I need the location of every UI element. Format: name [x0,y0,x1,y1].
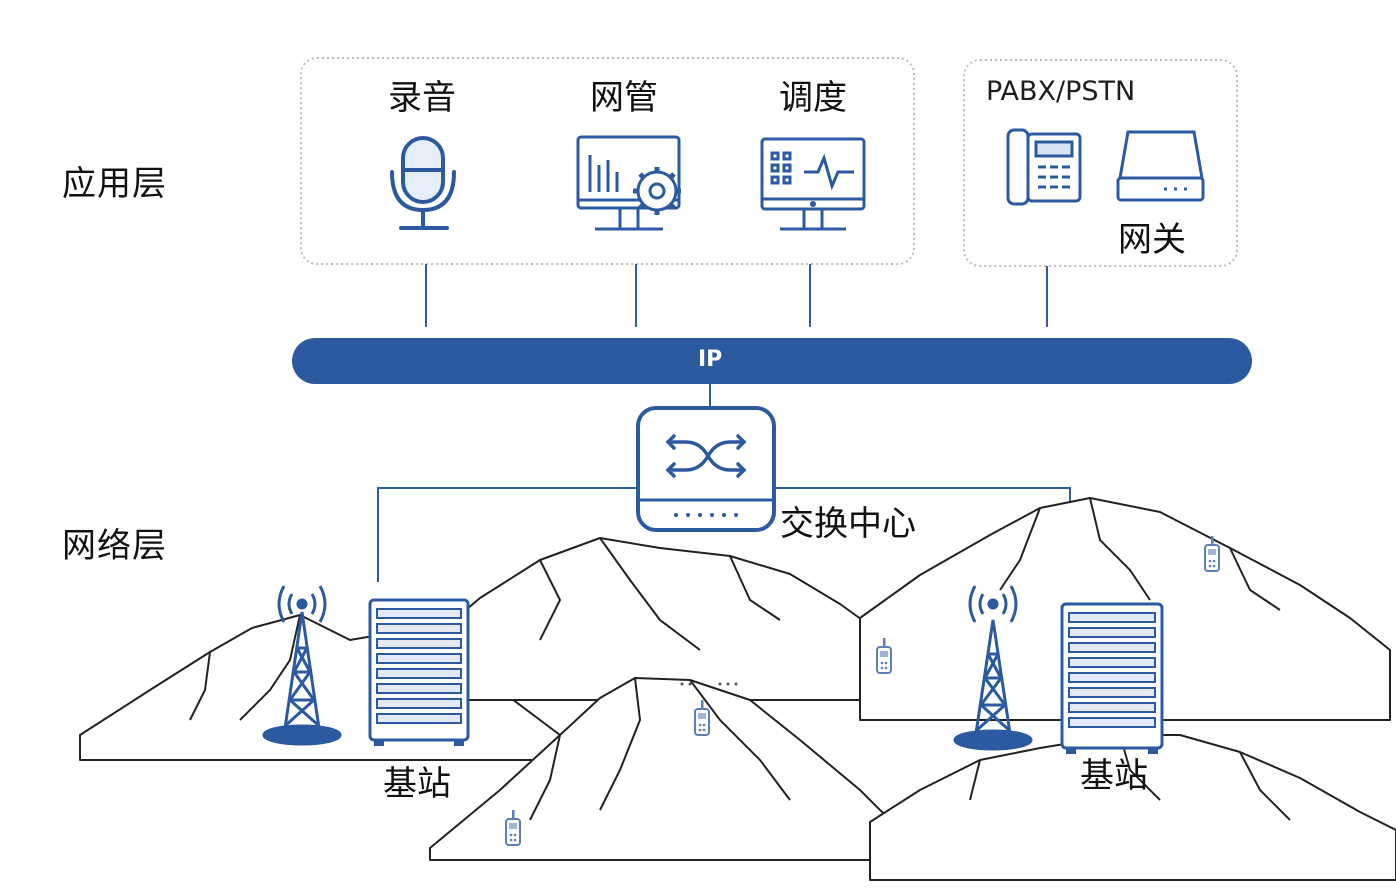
pabx-pstn-label: PABX/PSTN [986,76,1136,107]
gateway-label: 网关 [1118,220,1186,260]
base-station-label-right: 基站 [1080,756,1148,796]
switching-center-label: 交换中心 [780,504,916,544]
application-group-box [300,57,915,265]
antenna-tower-right [953,585,1033,751]
signal-dots [680,682,738,686]
dispatch-monitor-icon [760,137,866,231]
mountain-range [79,497,1396,881]
gateway-icon [1116,130,1205,202]
telephone-icon [1006,128,1082,206]
recording-label: 录音 [388,78,456,118]
ip-bus-label: IP [698,347,723,372]
network-management-label: 网管 [590,78,658,118]
base-station-label-left: 基站 [383,764,451,804]
dispatch-label: 调度 [779,78,847,118]
base-station-cabinet-left [368,598,470,746]
application-layer-label: 应用层 [62,164,167,204]
network-layer-label: 网络层 [62,526,167,566]
base-station-cabinet-right [1060,602,1164,754]
pstn-group-box [963,59,1238,267]
mountain-ridges [189,497,1291,821]
switching-center-icon [636,406,776,532]
monitor-gear-icon [576,135,681,231]
antenna-tower-left [262,585,342,746]
ip-bus [292,338,1252,384]
microphone-icon [390,136,456,230]
